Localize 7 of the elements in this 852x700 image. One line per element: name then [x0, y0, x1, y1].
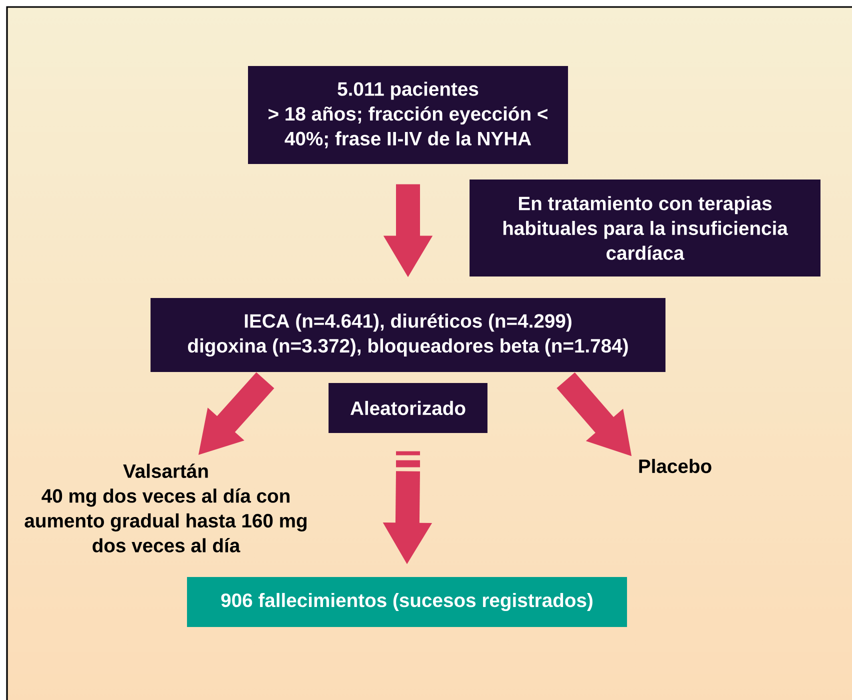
process-box: IECA (n=4.641), diuréticos (n=4.299) digoxina (n=3.372), bloqueadores beta (n=1.784)	[150, 298, 666, 372]
note-box: En tratamiento con terapias habituales para la insuficiencia cardíaca	[470, 179, 820, 277]
outcome-box: 906 fallecimientos (sucesos registrados)	[187, 577, 627, 627]
group-label: Placebo	[639, 458, 712, 474]
process-box: 5.011 pacientes > 18 años; fracción eyección < 40%; frase II-IV de la NYHA	[248, 66, 568, 164]
process-box: Aleatorizado	[328, 383, 488, 433]
dose-label: Valsartán 40 mg dos veces al día con aumento gradual hasta 160 mg dos veces al día	[24, 464, 306, 552]
